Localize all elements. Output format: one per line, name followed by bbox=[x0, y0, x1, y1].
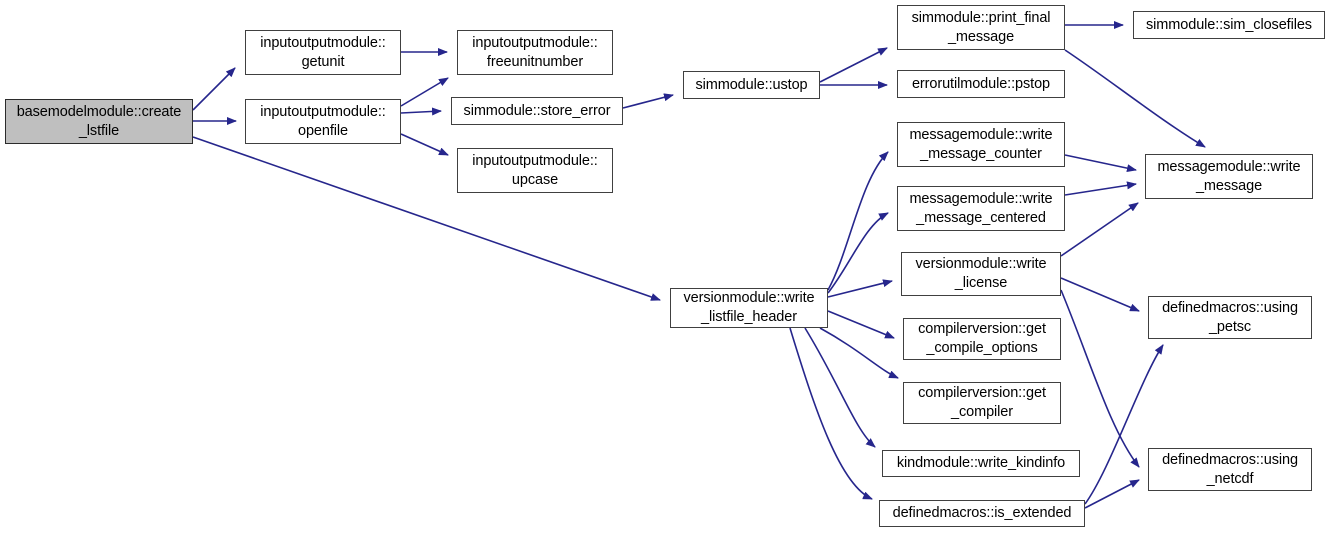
edge-openfile-to-upcase bbox=[400, 133, 449, 156]
node-label-upcase: inputoutputmodule:: upcase bbox=[472, 152, 598, 188]
node-label-using_netcdf: definedmacros::using _netcdf bbox=[1162, 451, 1298, 487]
edge-ustop-to-print_final_message bbox=[819, 47, 888, 83]
node-label-print_final_message: simmodule::print_final _message bbox=[911, 9, 1051, 45]
node-using_netcdf[interactable]: definedmacros::using _netcdf bbox=[1148, 448, 1312, 491]
edge-write_listfile_header-to-is_extended bbox=[789, 327, 873, 500]
node-label-openfile: inputoutputmodule:: openfile bbox=[260, 103, 386, 139]
edge-is_extended-to-using_netcdf bbox=[1084, 479, 1140, 509]
edge-write_message_centered-to-write_message bbox=[1064, 181, 1137, 196]
node-openfile[interactable]: inputoutputmodule:: openfile bbox=[245, 99, 401, 144]
edge-write_listfile_header-to-get_compiler bbox=[819, 327, 899, 379]
node-store_error[interactable]: simmodule::store_error bbox=[451, 97, 623, 125]
node-label-write_message_counter: messagemodule::write _message_counter bbox=[909, 126, 1053, 162]
node-is_extended[interactable]: definedmacros::is_extended bbox=[879, 500, 1085, 527]
edge-write_listfile_header-to-write_license bbox=[827, 279, 893, 298]
node-pstop[interactable]: errorutilmodule::pstop bbox=[897, 70, 1065, 98]
node-using_petsc[interactable]: definedmacros::using _petsc bbox=[1148, 296, 1312, 339]
node-sim_closefiles[interactable]: simmodule::sim_closefiles bbox=[1133, 11, 1325, 39]
node-freeunitnumber[interactable]: inputoutputmodule:: freeunitnumber bbox=[457, 30, 613, 75]
node-write_kindinfo[interactable]: kindmodule::write_kindinfo bbox=[882, 450, 1080, 477]
node-label-ustop: simmodule::ustop bbox=[695, 76, 808, 93]
node-label-freeunitnumber: inputoutputmodule:: freeunitnumber bbox=[472, 34, 598, 70]
node-get_compiler[interactable]: compilerversion::get _compiler bbox=[903, 382, 1061, 424]
node-label-write_message: messagemodule::write _message bbox=[1157, 158, 1301, 194]
edge-openfile-to-freeunitnumber bbox=[400, 77, 449, 107]
node-write_message[interactable]: messagemodule::write _message bbox=[1145, 154, 1313, 199]
edge-write_license-to-using_netcdf bbox=[1060, 289, 1140, 468]
node-label-write_message_centered: messagemodule::write _message_centered bbox=[909, 190, 1053, 226]
node-write_message_counter[interactable]: messagemodule::write _message_counter bbox=[897, 122, 1065, 167]
node-write_listfile_header[interactable]: versionmodule::write _listfile_header bbox=[670, 288, 828, 328]
node-label-is_extended: definedmacros::is_extended bbox=[892, 505, 1072, 522]
node-label-store_error: simmodule::store_error bbox=[463, 102, 611, 119]
node-print_final_message[interactable]: simmodule::print_final _message bbox=[897, 5, 1065, 50]
edge-write_license-to-write_message bbox=[1060, 202, 1139, 257]
edge-store_error-to-ustop bbox=[622, 93, 674, 109]
edge-write_listfile_header-to-get_compile_options bbox=[827, 310, 895, 339]
edge-openfile-to-store_error bbox=[400, 107, 442, 116]
node-upcase[interactable]: inputoutputmodule:: upcase bbox=[457, 148, 613, 193]
node-label-get_compile_options: compilerversion::get _compile_options bbox=[918, 321, 1046, 356]
node-label-using_petsc: definedmacros::using _petsc bbox=[1162, 299, 1298, 335]
node-write_message_centered[interactable]: messagemodule::write _message_centered bbox=[897, 186, 1065, 231]
node-write_license[interactable]: versionmodule::write _license bbox=[901, 252, 1061, 296]
edge-create_lstfile-to-getunit bbox=[192, 67, 236, 111]
node-label-write_listfile_header: versionmodule::write _listfile_header bbox=[683, 290, 815, 325]
edge-write_listfile_header-to-write_message_centered bbox=[827, 212, 889, 294]
node-label-create_lstfile: basemodelmodule::create _lstfile bbox=[16, 103, 182, 139]
edge-write_message_counter-to-write_message bbox=[1064, 154, 1137, 173]
node-label-pstop: errorutilmodule::pstop bbox=[911, 75, 1051, 92]
node-label-sim_closefiles: simmodule::sim_closefiles bbox=[1146, 16, 1312, 33]
node-label-get_compiler: compilerversion::get _compiler bbox=[918, 385, 1046, 420]
edge-write_license-to-using_petsc bbox=[1060, 277, 1140, 312]
edge-write_listfile_header-to-write_kindinfo bbox=[804, 327, 876, 448]
node-label-write_kindinfo: kindmodule::write_kindinfo bbox=[896, 455, 1066, 472]
edge-print_final_message-to-write_message bbox=[1064, 49, 1206, 148]
node-label-write_license: versionmodule::write _license bbox=[915, 256, 1047, 291]
node-get_compile_options[interactable]: compilerversion::get _compile_options bbox=[903, 318, 1061, 360]
node-getunit[interactable]: inputoutputmodule:: getunit bbox=[245, 30, 401, 75]
edge-write_listfile_header-to-write_message_counter bbox=[827, 151, 889, 291]
node-create_lstfile[interactable]: basemodelmodule::create _lstfile bbox=[5, 99, 193, 144]
node-label-getunit: inputoutputmodule:: getunit bbox=[260, 34, 386, 70]
node-ustop[interactable]: simmodule::ustop bbox=[683, 71, 820, 99]
